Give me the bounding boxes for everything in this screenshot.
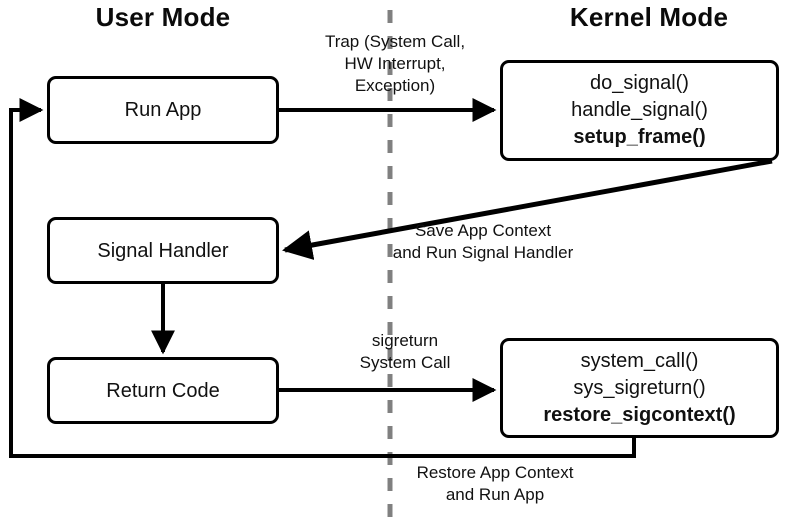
edge-label-sigreturn-system-call: sigreturn System Call <box>325 330 485 374</box>
node-return-code[interactable]: Return Code <box>47 357 279 424</box>
node-kernel-signal-line-handle-signal: handle_signal() <box>571 99 708 121</box>
edge-label-save-context-line2: and Run Signal Handler <box>392 243 574 262</box>
edge-label-save-context-line1: Save App Context <box>414 221 552 240</box>
lane-title-kernel-mode: Kernel Mode <box>569 2 729 32</box>
node-run-app-label: Run App <box>124 99 202 121</box>
lane-title-user-mode: User Mode <box>95 2 231 32</box>
node-kernel-signal-delivery[interactable]: do_signal() handle_signal() setup_frame(… <box>500 60 779 161</box>
edge-label-trap-line1: Trap (System Call, <box>324 32 466 51</box>
node-kernel-signal-line-setup-frame: setup_frame() <box>573 126 706 148</box>
node-kernel-signal-line-do-signal: do_signal() <box>590 72 689 94</box>
edge-label-trap: Trap (System Call, HW Interrupt, Excepti… <box>295 31 495 97</box>
node-run-app[interactable]: Run App <box>47 76 279 144</box>
node-kernel-sigreturn[interactable]: system_call() sys_sigreturn() restore_si… <box>500 338 779 438</box>
edge-label-trap-line2: HW Interrupt, <box>344 54 446 73</box>
node-signal-handler-label: Signal Handler <box>97 239 229 262</box>
node-return-code-label: Return Code <box>106 379 220 402</box>
node-kernel-return-line-sys-sigreturn: sys_sigreturn() <box>573 376 706 399</box>
edge-label-restore-context-line1: Restore App Context <box>416 463 574 482</box>
edge-label-sigreturn-line2: System Call <box>359 353 451 372</box>
edge-save-context-arrow <box>282 158 773 260</box>
edge-label-save-app-context: Save App Context and Run Signal Handler <box>358 220 608 264</box>
edge-restore-context-arrow <box>9 98 636 458</box>
edge-label-restore-context-line2: and Run App <box>445 485 545 504</box>
edge-label-restore-app-context: Restore App Context and Run App <box>385 462 605 506</box>
edge-label-sigreturn-line1: sigreturn <box>371 331 439 350</box>
edge-label-trap-line3: Exception) <box>354 76 436 95</box>
node-kernel-return-line-system-call: system_call() <box>580 349 699 372</box>
node-kernel-return-line-restore-sigcontext: restore_sigcontext() <box>543 403 736 426</box>
node-signal-handler[interactable]: Signal Handler <box>47 217 279 284</box>
